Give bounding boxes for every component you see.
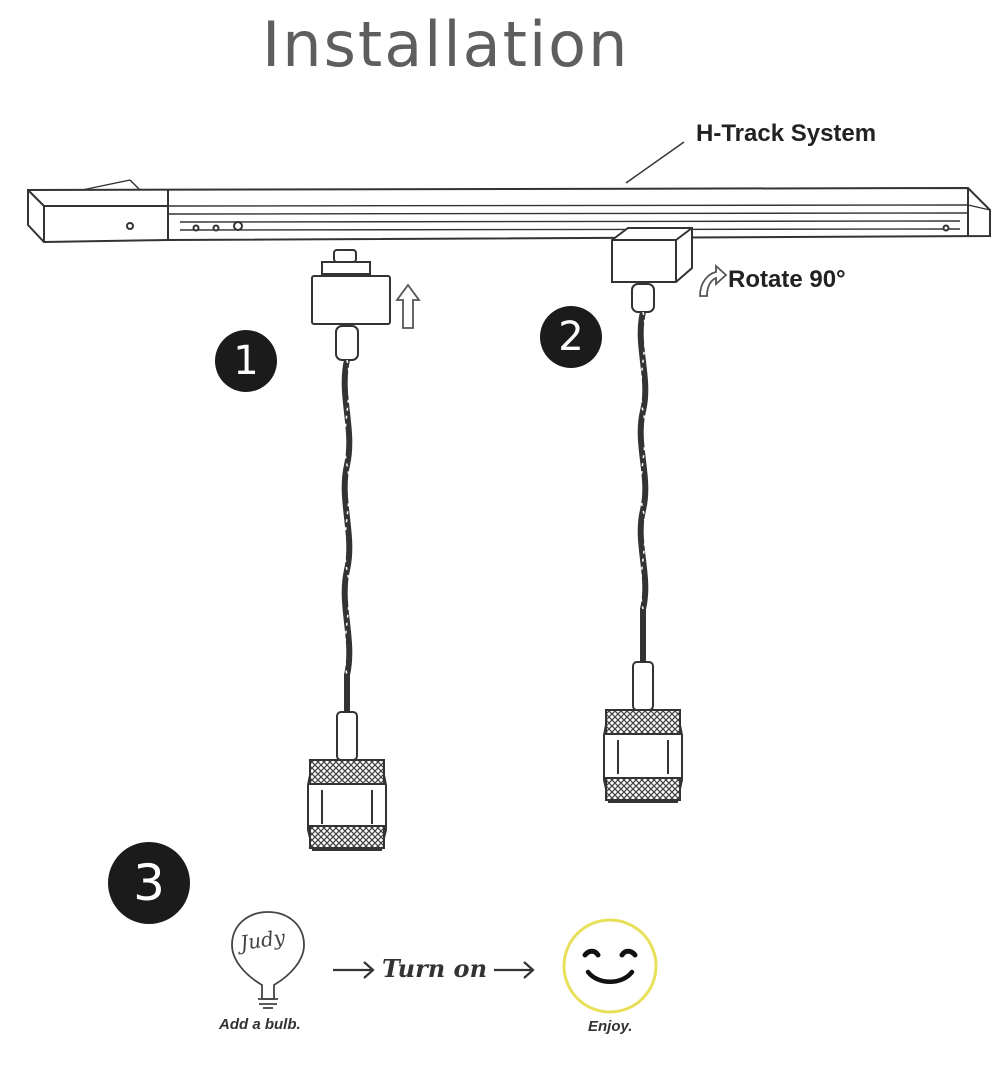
- h-track-rail: [27, 179, 991, 244]
- step-3-badge: 3: [108, 842, 190, 924]
- up-arrow-icon: [395, 283, 421, 329]
- bulb-caption: Add a bulb.: [219, 1016, 301, 1033]
- bulb-icon: [231, 911, 305, 1009]
- pendant-2: [603, 227, 693, 803]
- pendant-1: [307, 249, 391, 851]
- page-title: Installation: [262, 8, 630, 81]
- smiley-icon: [562, 918, 658, 1014]
- h-track-label: H-Track System: [696, 120, 877, 147]
- track-leader-line: [625, 141, 685, 184]
- enjoy-caption: Enjoy.: [588, 1018, 633, 1035]
- turn-on-label: Turn on: [382, 954, 488, 983]
- rotate-label: Rotate 90°: [728, 266, 846, 293]
- rotate-arrow-icon: [699, 263, 728, 297]
- step-1-badge: 1: [215, 330, 277, 392]
- step-2-badge: 2: [540, 306, 602, 368]
- right-arrow-icon: [333, 961, 535, 979]
